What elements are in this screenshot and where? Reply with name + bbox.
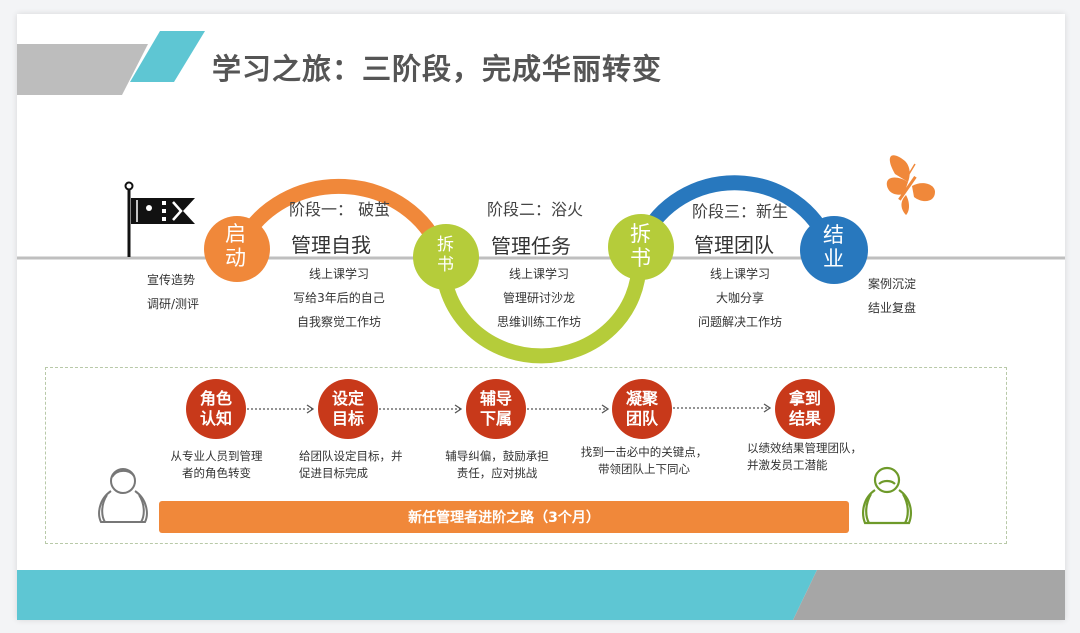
stage3-item: 大咖分享 (715, 291, 764, 305)
connector1-char-1: 拆 (437, 235, 454, 255)
path-container (45, 367, 1007, 544)
step-circle-2 (318, 379, 378, 439)
stage3-title: 管理团队 (694, 233, 774, 257)
slide: 学习之旅：三阶段，完成华丽转变 启 动 宣传造势 调研/测评 阶段一： 破茧 管… (17, 14, 1065, 620)
stage1-item: 线上课学习 (308, 267, 369, 281)
stage1-item: 自我察觉工作坊 (296, 315, 381, 329)
start-circle (204, 216, 270, 282)
connector1-char-2: 书 (437, 254, 454, 275)
step2-desc-line: 给团队设定目标，并 (299, 449, 403, 463)
step5-line1: 拿到 (789, 389, 822, 408)
stage3-item: 问题解决工作坊 (697, 315, 782, 329)
step4-line1: 凝聚 (626, 389, 659, 408)
header-teal-shape (130, 31, 205, 82)
end-circle (800, 216, 868, 284)
path-arrows (247, 403, 772, 414)
stage2-title: 管理任务 (491, 234, 571, 258)
stage1-items: 线上课学习 写给3年后的自己 自我察觉工作坊 (279, 262, 399, 334)
start-item: 调研/测评 (147, 297, 200, 311)
step-circle-1 (186, 379, 246, 439)
connector1-label: 拆 书 (437, 235, 454, 275)
step5-desc-line: 以绩效结果管理团队， (747, 441, 862, 455)
step-circle-4 (612, 379, 672, 439)
step4-desc-line: 带领团队上下同心 (598, 462, 690, 476)
step3-line1: 辅导 (480, 389, 513, 408)
step3-desc: 辅导纠偏，鼓励承担 责任，应对挑战 (441, 448, 553, 482)
stage1-label: 阶段一： 破茧 (289, 200, 391, 219)
stage3-items: 线上课学习 大咖分享 问题解决工作坊 (680, 262, 800, 334)
butterfly-icon (886, 155, 935, 215)
stage2-arc (435, 261, 647, 364)
end-char-2: 业 (823, 247, 844, 272)
connector-circle-1 (413, 224, 479, 290)
step2-label: 设定 目标 (332, 389, 364, 429)
start-item: 宣传造势 (147, 273, 196, 287)
header-gray-shape (17, 44, 148, 95)
end-item: 结业复盘 (868, 301, 917, 315)
step2-desc: 给团队设定目标，并 促进目标完成 (299, 448, 403, 482)
step2-line1: 设定 (332, 389, 365, 408)
stage3-label: 阶段三：新生 (692, 202, 789, 221)
step3-label: 辅导 下属 (480, 389, 512, 429)
footer-teal-band (17, 570, 817, 620)
connector2-char-2: 书 (630, 246, 651, 271)
connector2-label: 拆 书 (630, 222, 651, 270)
step1-desc-line: 者的角色转变 (182, 466, 251, 480)
start-char-2: 动 (225, 246, 246, 271)
stage3-item: 线上课学习 (709, 267, 770, 281)
step1-line2: 认知 (200, 409, 233, 428)
step3-desc-line: 辅导纠偏，鼓励承担 (445, 449, 549, 463)
stage2-item: 线上课学习 (508, 267, 569, 281)
flag-icon (124, 181, 195, 257)
stage3-arc (636, 175, 837, 249)
connector-circle-2 (608, 214, 674, 280)
step1-label: 角色 认知 (200, 389, 232, 429)
stage1-arc (234, 178, 449, 257)
start-items: 宣传造势 调研/测评 (147, 268, 199, 316)
step4-desc: 找到一击必中的关键点， 带领团队上下同心 (580, 444, 708, 478)
step1-line1: 角色 (200, 389, 233, 408)
step1-desc: 从专业人员到管理 者的角色转变 (159, 448, 274, 482)
step5-line2: 结果 (789, 409, 822, 428)
step5-desc-line: 并激发员工潜能 (747, 458, 828, 472)
stage1-title: 管理自我 (291, 233, 371, 257)
start-char-1: 启 (225, 222, 246, 246)
stage1-item: 写给3年后的自己 (293, 291, 385, 305)
end-item: 案例沉淀 (868, 277, 917, 291)
step2-line2: 目标 (332, 409, 365, 428)
step3-desc-line: 责任，应对挑战 (456, 466, 538, 480)
step3-line2: 下属 (480, 409, 513, 428)
end-circle-label: 结 业 (823, 223, 844, 271)
end-items: 案例沉淀 结业复盘 (868, 272, 916, 320)
step4-desc-line: 找到一击必中的关键点， (580, 445, 708, 459)
footer-gray-band (793, 570, 1065, 620)
step4-line2: 团队 (626, 409, 659, 428)
step4-label: 凝聚 团队 (626, 389, 658, 429)
connector2-char-1: 拆 (630, 222, 651, 246)
stage2-items: 线上课学习 管理研讨沙龙 思维训练工作坊 (479, 262, 599, 334)
step-circle-3 (466, 379, 526, 439)
start-circle-label: 启 动 (225, 222, 246, 270)
page-title: 学习之旅：三阶段，完成华丽转变 (212, 52, 663, 86)
step5-desc: 以绩效结果管理团队， 并激发员工潜能 (747, 440, 862, 474)
path-bar-label: 新任管理者进阶之路（3个月） (408, 510, 600, 526)
step-circle-5 (775, 379, 835, 439)
step5-label: 拿到 结果 (789, 389, 821, 429)
slide-graphics (17, 31, 1065, 620)
step2-desc-line: 促进目标完成 (299, 466, 368, 480)
person-gray-icon (98, 468, 148, 523)
step1-desc-line: 从专业人员到管理 (170, 449, 263, 463)
stage2-item: 思维训练工作坊 (496, 315, 581, 329)
person-green-icon (862, 466, 912, 525)
stage2-item: 管理研讨沙龙 (502, 291, 575, 305)
end-char-1: 结 (823, 223, 844, 247)
stage2-label: 阶段二：浴火 (487, 200, 584, 219)
path-progress-bar: 新任管理者进阶之路（3个月） (159, 501, 849, 533)
